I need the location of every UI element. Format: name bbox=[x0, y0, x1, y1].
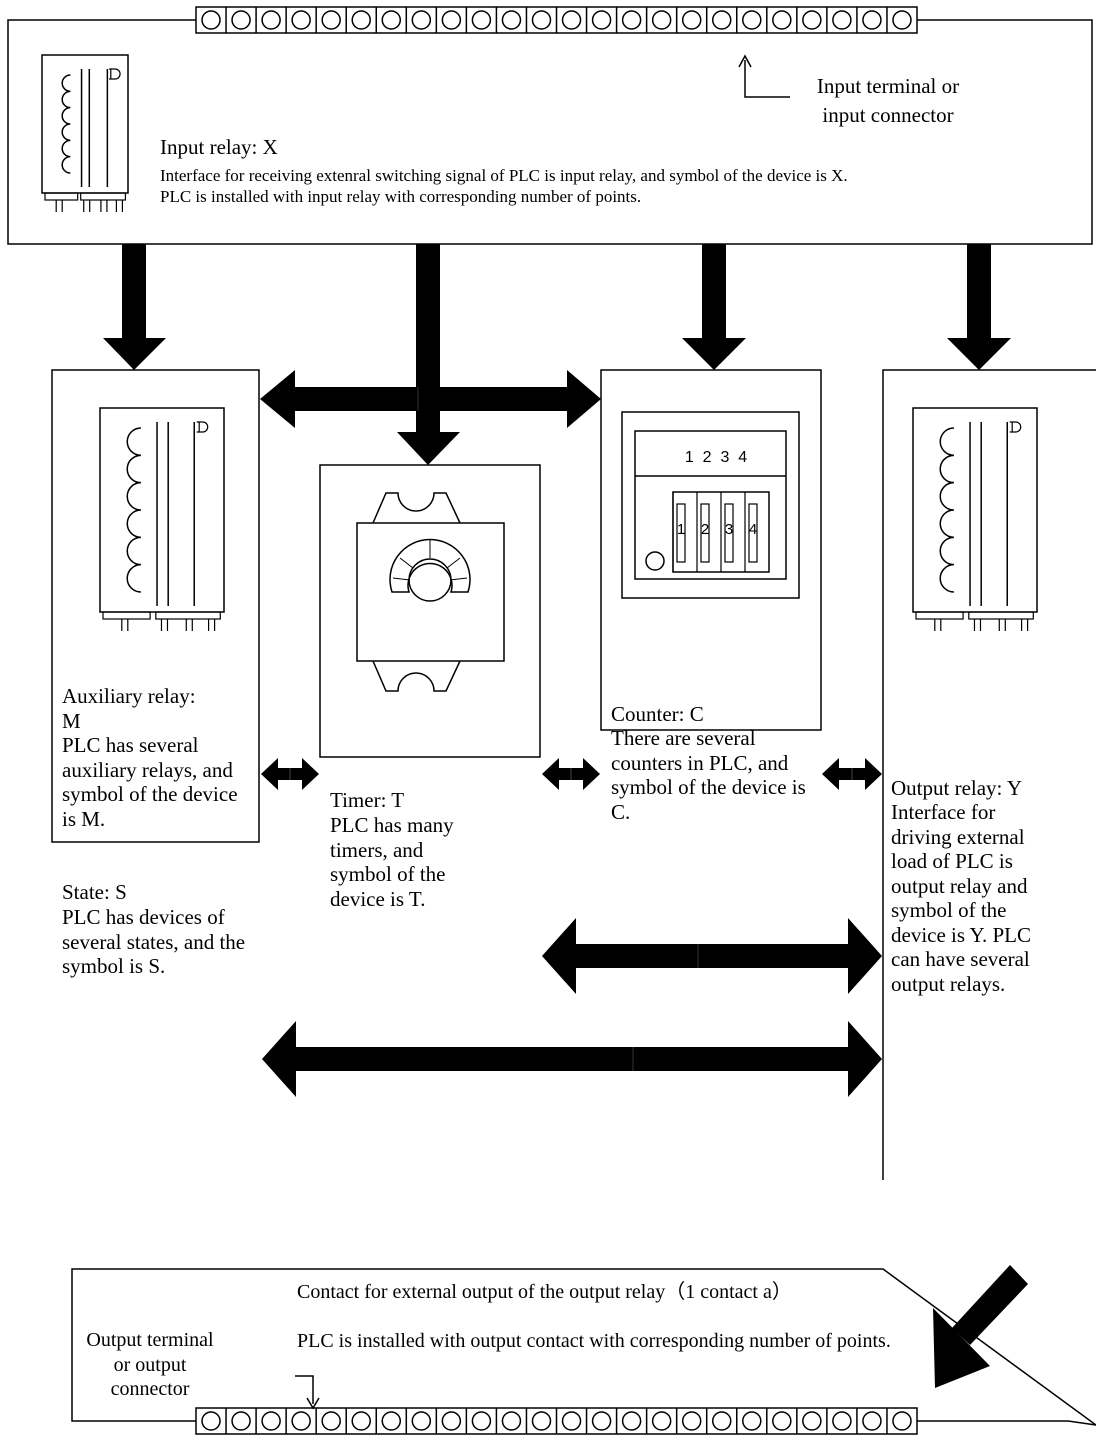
input-terminal-13 bbox=[561, 10, 582, 30]
counter-switch-digit-2: 2 bbox=[701, 521, 709, 538]
input-to-auxiliary-arrow bbox=[103, 244, 166, 370]
output-terminal-8 bbox=[411, 1411, 432, 1431]
output-contact-block-frame bbox=[71, 1268, 1096, 1426]
output-terminal-17 bbox=[681, 1411, 702, 1431]
state-description: PLC has devices of several states, and t… bbox=[62, 905, 246, 978]
output-terminal-2 bbox=[231, 1411, 251, 1431]
input-terminal-3 bbox=[261, 10, 281, 30]
timer-block-frame bbox=[319, 464, 541, 758]
auxiliary-relay-icon bbox=[99, 407, 225, 631]
timer-title: Timer: T bbox=[330, 788, 405, 812]
output-terminal-23 bbox=[862, 1411, 882, 1431]
output-terminal-22 bbox=[832, 1411, 852, 1431]
input-terminal-label-line1: Input terminal or bbox=[816, 74, 960, 98]
counter-switch-digit-3: 3 bbox=[725, 521, 733, 538]
input-block-frame bbox=[7, 19, 1093, 245]
input-terminal-callout-arrow bbox=[738, 54, 790, 98]
timer-icon bbox=[356, 492, 505, 692]
input-relay-title: Input relay: X bbox=[160, 135, 278, 159]
counter-title: Counter: C bbox=[611, 702, 704, 726]
input-terminal-14 bbox=[591, 10, 612, 30]
output-terminal-13 bbox=[561, 1411, 582, 1431]
input-terminal-label-line2: input connector bbox=[822, 103, 954, 127]
auxiliary-timer-double-arrow bbox=[261, 758, 319, 790]
input-to-output-arrow bbox=[947, 244, 1011, 370]
output-terminal-18 bbox=[711, 1411, 732, 1431]
input-terminal-9 bbox=[441, 10, 462, 30]
output-terminal-21 bbox=[802, 1411, 822, 1431]
input-terminal-22 bbox=[832, 10, 852, 30]
output-terminal-24 bbox=[892, 1411, 912, 1431]
input-terminal-2 bbox=[231, 10, 251, 30]
counter-display-digits: 1 2 3 4 bbox=[685, 449, 747, 466]
input-terminal-24 bbox=[892, 10, 912, 30]
output-terminal-9 bbox=[441, 1411, 462, 1431]
input-terminal-12 bbox=[531, 10, 552, 30]
output-terminal-19 bbox=[742, 1411, 762, 1431]
output-contact-description-line2: PLC is installed with output contact wit… bbox=[297, 1330, 891, 1352]
output-terminal-5 bbox=[321, 1411, 341, 1431]
input-relay-description-line2: PLC is installed with input relay with c… bbox=[160, 187, 642, 206]
input-to-timer-arrow bbox=[397, 244, 460, 465]
input-terminal-strip bbox=[195, 6, 918, 34]
output-terminal-label: Output terminal or output connector bbox=[86, 1329, 214, 1400]
input-terminal-18 bbox=[711, 10, 732, 30]
counter-switch-digit-4: 4 bbox=[749, 521, 757, 538]
input-relay-description-line1: Interface for receiving extenral switchi… bbox=[160, 166, 848, 185]
output-terminal-7 bbox=[381, 1411, 402, 1431]
counter-output-double-arrow bbox=[822, 758, 882, 790]
timer-counter-double-arrow bbox=[542, 758, 600, 790]
input-terminal-11 bbox=[501, 10, 522, 30]
output-terminal-12 bbox=[531, 1411, 552, 1431]
auxiliary-output-double-arrow bbox=[262, 1021, 882, 1097]
output-block-frame bbox=[882, 369, 1096, 1180]
input-terminal-15 bbox=[621, 10, 642, 30]
input-terminal-19 bbox=[742, 10, 762, 30]
counter-switch-digit-1: 1 bbox=[677, 521, 685, 538]
output-terminal-6 bbox=[351, 1411, 371, 1431]
input-terminal-16 bbox=[651, 10, 672, 30]
auxiliary-state-block-frame bbox=[51, 369, 260, 843]
output-terminal-4 bbox=[291, 1411, 311, 1431]
input-terminal-4 bbox=[291, 10, 311, 30]
output-terminal-15 bbox=[621, 1411, 642, 1431]
output-contact-diagonal-arrow bbox=[933, 1265, 1028, 1388]
auxiliary-relay-description: PLC has several auxiliary relays, and sy… bbox=[62, 733, 238, 831]
output-contact-description-line1: Contact for external output of the outpu… bbox=[297, 1281, 792, 1303]
output-terminal-20 bbox=[772, 1411, 792, 1431]
input-terminal-21 bbox=[802, 10, 822, 30]
output-terminal-strip bbox=[195, 1407, 918, 1435]
input-terminal-1 bbox=[201, 10, 221, 30]
input-terminal-23 bbox=[862, 10, 882, 30]
input-relay-icon bbox=[41, 54, 129, 212]
output-relay-icon bbox=[912, 407, 1038, 631]
output-terminal-14 bbox=[591, 1411, 612, 1431]
timer-description: PLC has many timers, and symbol of the d… bbox=[330, 813, 454, 911]
output-terminal-16 bbox=[651, 1411, 672, 1431]
output-terminal-11 bbox=[501, 1411, 522, 1431]
input-to-counter-arrow bbox=[682, 244, 746, 370]
output-terminal-3 bbox=[261, 1411, 281, 1431]
input-terminal-8 bbox=[411, 10, 432, 30]
input-terminal-5 bbox=[321, 10, 341, 30]
input-terminal-17 bbox=[681, 10, 702, 30]
auxiliary-relay-title-line1: Auxiliary relay: bbox=[62, 684, 196, 708]
input-terminal-6 bbox=[351, 10, 371, 30]
output-terminal-callout-arrow bbox=[295, 1375, 320, 1410]
counter-block-frame bbox=[600, 369, 822, 731]
input-terminal-7 bbox=[381, 10, 402, 30]
output-terminal-10 bbox=[471, 1411, 492, 1431]
output-terminal-1 bbox=[201, 1411, 221, 1431]
state-title: State: S bbox=[62, 880, 127, 904]
counter-description: There are several counters in PLC, and s… bbox=[611, 726, 806, 824]
input-terminal-10 bbox=[471, 10, 492, 30]
input-terminal-20 bbox=[772, 10, 792, 30]
auxiliary-relay-title-line2: M bbox=[62, 709, 81, 733]
output-relay-title: Output relay: Y bbox=[891, 776, 1023, 800]
output-relay-description: Interface for driving external load of P… bbox=[891, 800, 1031, 996]
auxiliary-counter-double-arrow bbox=[260, 370, 601, 428]
timer-output-double-arrow bbox=[542, 918, 882, 994]
